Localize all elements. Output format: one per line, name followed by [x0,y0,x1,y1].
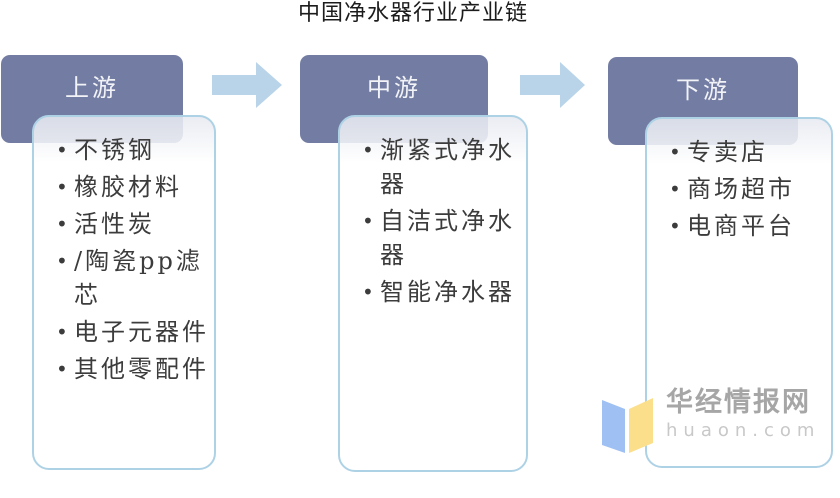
watermark-domain: huaon.com [666,420,821,441]
list-item: •商场超市 [669,172,839,206]
watermark: 华经情报网 huaon.com [598,388,820,458]
list-item: •活性炭 [56,207,226,241]
header-downstream-label: 下游 [676,76,730,104]
list-item-text: 不锈钢 [74,136,155,164]
header-upstream-label: 上游 [65,74,119,102]
bullet-icon: • [56,249,71,273]
list-item: •电商平台 [669,209,839,243]
list-item: •不锈钢 [56,133,226,167]
huaon-logo-icon [602,398,653,453]
bullet-icon: • [362,138,377,162]
bullet-icon: • [56,175,71,199]
bullet-icon: • [362,280,377,304]
list-item-text: 橡胶材料 [74,173,182,201]
watermark-text: 华经情报网 huaon.com [666,388,820,441]
bullet-icon: • [669,177,684,201]
list-item-text: /陶瓷pp滤芯 [74,247,203,309]
right-arrow-icon [212,62,282,108]
list-item-text: 渐紧式净水器 [380,136,515,198]
list-item-text: 专卖店 [687,138,768,166]
bullet-icon: • [56,320,71,344]
bullet-icon: • [669,214,684,238]
list-item: •专卖店 [669,135,839,169]
bullet-icon: • [669,140,684,164]
watermark-brand: 华经情报网 [666,387,811,418]
bullet-icon: • [56,138,71,162]
content-box-downstream: •专卖店 •商场超市 •电商平台 [645,117,833,468]
midstream-list: •渐紧式净水器 •自洁式净水器 •智能净水器 [362,133,526,309]
list-item: •自洁式净水器 [362,204,532,272]
diagram-title: 中国净水器行业产业链 [297,1,528,26]
list-item-text: 其他零配件 [74,355,209,383]
list-item: •智能净水器 [362,275,532,309]
list-item-text: 智能净水器 [380,278,515,306]
list-item-text: 自洁式净水器 [380,207,515,269]
list-item: •电子元器件 [56,315,226,349]
downstream-list: •专卖店 •商场超市 •电商平台 [669,135,831,243]
list-item-text: 商场超市 [687,175,795,203]
content-box-midstream: •渐紧式净水器 •自洁式净水器 •智能净水器 [338,115,528,472]
list-item: •橡胶材料 [56,170,226,204]
list-item-text: 电商平台 [687,212,795,240]
list-item-text: 电子元器件 [74,318,209,346]
bullet-icon: • [56,212,71,236]
bullet-icon: • [56,357,71,381]
header-midstream-label: 中游 [367,74,421,102]
list-item: •渐紧式净水器 [362,133,532,201]
list-item: •其他零配件 [56,352,226,386]
bullet-icon: • [362,209,377,233]
upstream-list: •不锈钢 •橡胶材料 •活性炭 •/陶瓷pp滤芯 •电子元器件 •其他零配件 [56,133,214,386]
content-box-upstream: •不锈钢 •橡胶材料 •活性炭 •/陶瓷pp滤芯 •电子元器件 •其他零配件 [32,115,216,470]
right-arrow-icon [520,62,585,108]
list-item: •/陶瓷pp滤芯 [56,244,226,312]
list-item-text: 活性炭 [74,210,155,238]
